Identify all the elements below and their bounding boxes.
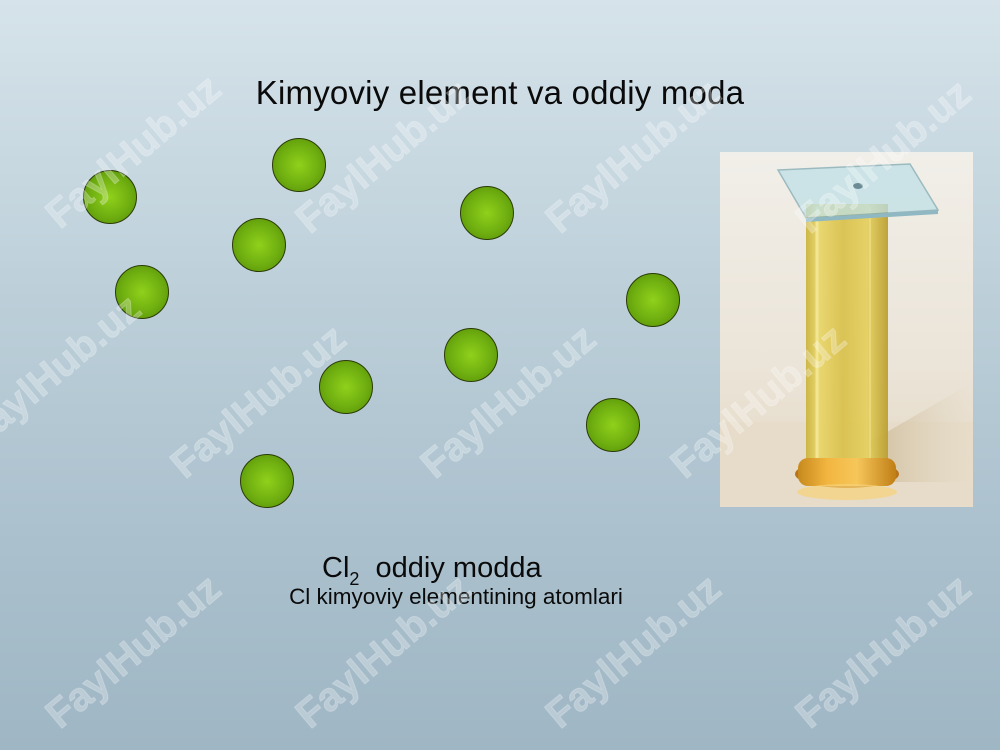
chlorine-atom (319, 360, 373, 414)
chlorine-atom (460, 186, 514, 240)
formula-text: oddiy modda (375, 552, 542, 584)
watermark-text: FaylHub.uz (413, 316, 605, 487)
chlorine-atom (240, 454, 294, 508)
chlorine-atom (272, 138, 326, 192)
chlorine-atom (444, 328, 498, 382)
chlorine-atom (586, 398, 640, 452)
chlorine-atom (83, 170, 137, 224)
chlorine-atom (115, 265, 169, 319)
chlorine-atom (626, 273, 680, 327)
slide-title: Kimyoviy element va oddiy moda (255, 74, 745, 111)
formula-caption: Cl2 oddiy modda (322, 552, 542, 590)
chlorine-atom (232, 218, 286, 272)
formula-symbol: Cl (322, 552, 350, 584)
chlorine-cylinder-photo (720, 152, 973, 507)
atoms-caption: Cl kimyoviy elementining atomlari (289, 584, 623, 609)
formula-subscript: 2 (349, 569, 360, 589)
